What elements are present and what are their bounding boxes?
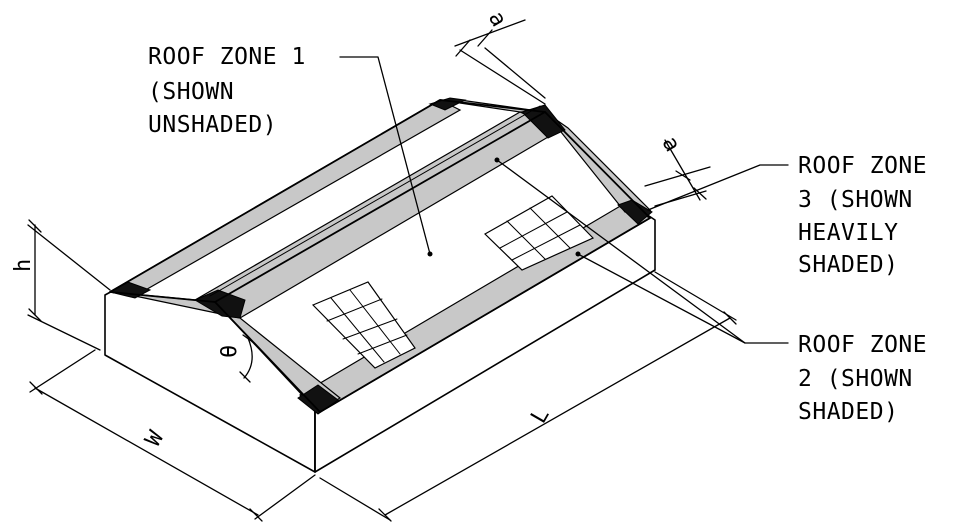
zone-2-label: ROOF ZONE 2 (SHOWN SHADED)	[798, 332, 927, 425]
zone-1-label: ROOF ZONE 1 (SHOWN UNSHADED)	[148, 44, 306, 138]
zone-3-label-line-1: ROOF ZONE	[798, 153, 927, 179]
dimension-h: h	[11, 259, 36, 272]
roof-zone-3-corner-front-right	[617, 199, 653, 225]
zone-3-label-line-3: HEAVILY	[798, 220, 898, 246]
dimension-a-right: a	[657, 132, 685, 156]
roof-zone-3-corner-ridge-left	[193, 289, 246, 319]
zone-3-label-line-2: 3 (SHOWN	[798, 187, 913, 213]
zone-2-label-line-2: 2 (SHOWN	[798, 366, 913, 392]
label-leaders	[339, 56, 789, 344]
zone2-leader-dot-ridge	[494, 157, 500, 163]
dimension-theta: θ	[217, 345, 242, 358]
skylight-right	[484, 195, 595, 271]
zone-2-label-line-3: SHADED)	[798, 399, 898, 425]
zone-1-label-line-2: (SHOWN	[148, 79, 234, 105]
zone2-leader-dot-eave	[575, 251, 581, 257]
dimension-lines	[27, 19, 737, 522]
zone1-leader-dot	[427, 251, 433, 257]
zone-3-label: ROOF ZONE 3 (SHOWN HEAVILY SHADED)	[798, 153, 927, 278]
zone-1-label-line-1: ROOF ZONE 1	[148, 44, 306, 70]
dimension-a-top: a	[483, 7, 511, 31]
skylight-left	[311, 281, 416, 369]
zone-1-label-line-3: UNSHADED)	[148, 112, 277, 138]
dimension-l: L	[526, 404, 554, 428]
zone-2-label-line-1: ROOF ZONE	[798, 332, 927, 358]
zone-3-label-line-4: SHADED)	[798, 252, 898, 278]
roof-zone-2-right-rake	[544, 111, 652, 213]
dimension-w: W	[141, 426, 170, 451]
